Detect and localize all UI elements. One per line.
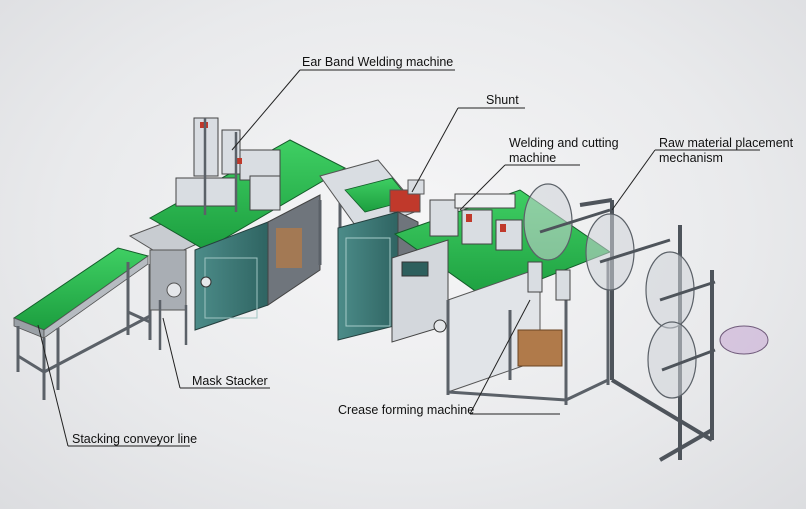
label-raw-material-line2: mechanism [659,151,723,165]
label-mask-stacker: Mask Stacker [192,374,268,388]
label-crease-forming: Crease forming machine [338,403,475,417]
label-ear-band-welding: Ear Band Welding machine [302,55,454,69]
label-shunt: Shunt [486,93,519,107]
crease-forming-machine [446,260,610,405]
label-welding-cutting-line2: machine [509,151,557,165]
leader-lines [37,69,760,447]
label-welding-cutting-line1: Welding and cutting [509,136,619,150]
ear-band-welding-machine [148,117,347,331]
raw-material-placement-mechanism [523,183,769,462]
label-raw-material-line1: Raw material placement [659,136,794,150]
label-stacking-conveyor: Stacking conveyor line [72,432,198,446]
stacking-conveyor-line [12,247,152,400]
